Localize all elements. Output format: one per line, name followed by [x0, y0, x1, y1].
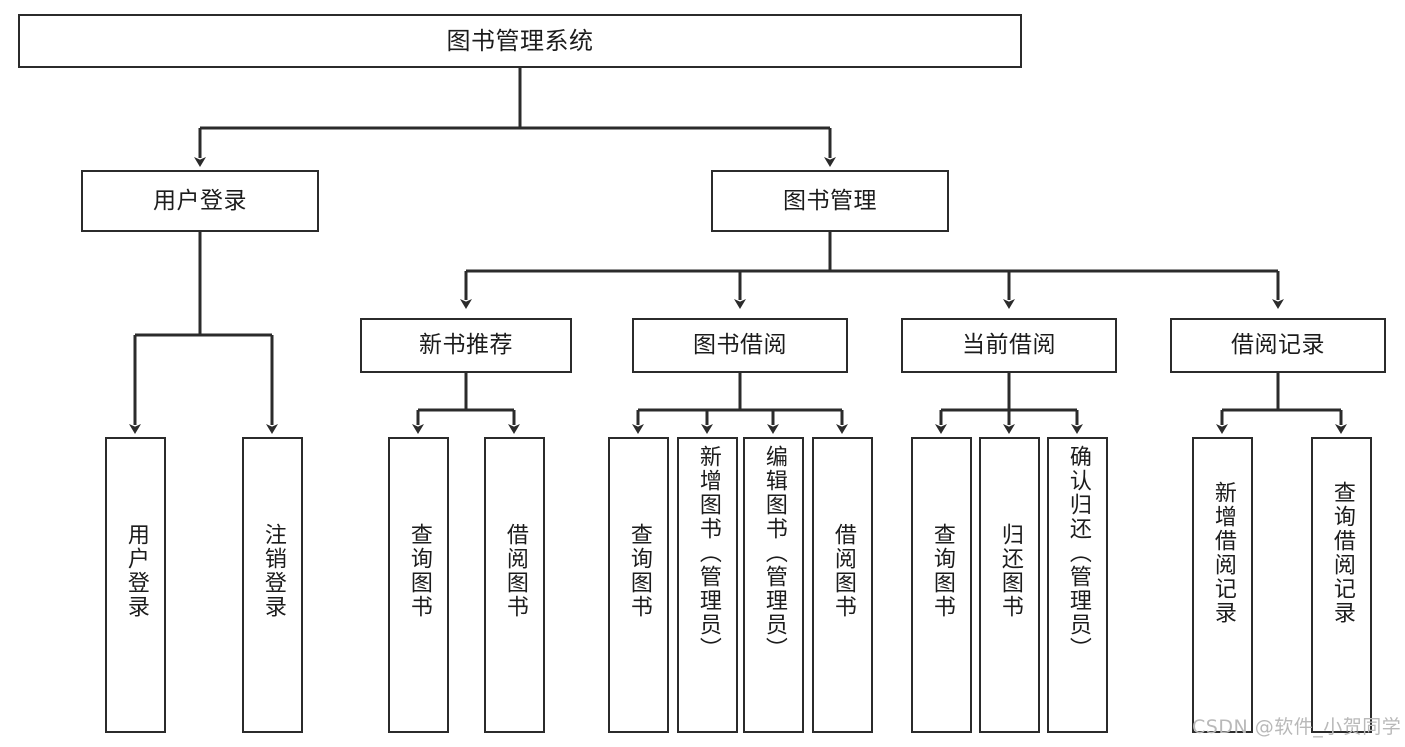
node-label: 编辑图书（管理员） — [761, 445, 787, 661]
leaf-confirm-return-admin[interactable]: 确认归还（管理员） — [1047, 437, 1108, 733]
leaf-logout[interactable]: 注销登录 — [242, 437, 303, 733]
node-label: 当前借阅 — [962, 332, 1056, 358]
node-book-borrow[interactable]: 图书借阅 — [632, 318, 848, 373]
node-label: 查询图书 — [929, 523, 955, 619]
leaf-add-book-admin[interactable]: 新增图书（管理员） — [677, 437, 738, 733]
leaf-query-book-current[interactable]: 查询图书 — [911, 437, 972, 733]
node-label: 查询图书 — [626, 523, 652, 619]
node-label: 注销登录 — [260, 523, 286, 619]
node-borrow-record[interactable]: 借阅记录 — [1170, 318, 1386, 373]
node-label: 图书借阅 — [693, 332, 787, 358]
node-label: 借阅图书 — [502, 523, 528, 619]
node-label: 查询借阅记录 — [1329, 481, 1355, 625]
leaf-user-login[interactable]: 用户登录 — [105, 437, 166, 733]
leaf-edit-book-admin[interactable]: 编辑图书（管理员） — [743, 437, 804, 733]
node-root-system[interactable]: 图书管理系统 — [18, 14, 1022, 68]
node-label: 借阅记录 — [1231, 332, 1325, 358]
node-label: 用户登录 — [153, 187, 247, 214]
leaf-query-book-recommend[interactable]: 查询图书 — [388, 437, 449, 733]
node-book-management[interactable]: 图书管理 — [711, 170, 949, 232]
node-new-book-recommend[interactable]: 新书推荐 — [360, 318, 572, 373]
leaf-query-book-borrow[interactable]: 查询图书 — [608, 437, 669, 733]
leaf-add-borrow-record[interactable]: 新增借阅记录 — [1192, 437, 1253, 733]
leaf-return-book[interactable]: 归还图书 — [979, 437, 1040, 733]
leaf-borrow-book-recommend[interactable]: 借阅图书 — [484, 437, 545, 733]
node-label: 图书管理系统 — [446, 27, 594, 55]
node-label: 新增图书（管理员） — [695, 445, 721, 661]
node-label: 新增借阅记录 — [1210, 481, 1236, 625]
node-label: 归还图书 — [997, 523, 1023, 619]
leaf-borrow-book[interactable]: 借阅图书 — [812, 437, 873, 733]
node-label: 图书管理 — [783, 187, 877, 214]
leaf-query-borrow-record[interactable]: 查询借阅记录 — [1311, 437, 1372, 733]
node-label: 查询图书 — [406, 523, 432, 619]
node-label: 用户登录 — [123, 523, 149, 619]
node-label: 确认归还（管理员） — [1065, 445, 1091, 661]
node-user-login[interactable]: 用户登录 — [81, 170, 319, 232]
node-current-borrow[interactable]: 当前借阅 — [901, 318, 1117, 373]
node-label: 借阅图书 — [830, 523, 856, 619]
node-label: 新书推荐 — [419, 332, 513, 358]
